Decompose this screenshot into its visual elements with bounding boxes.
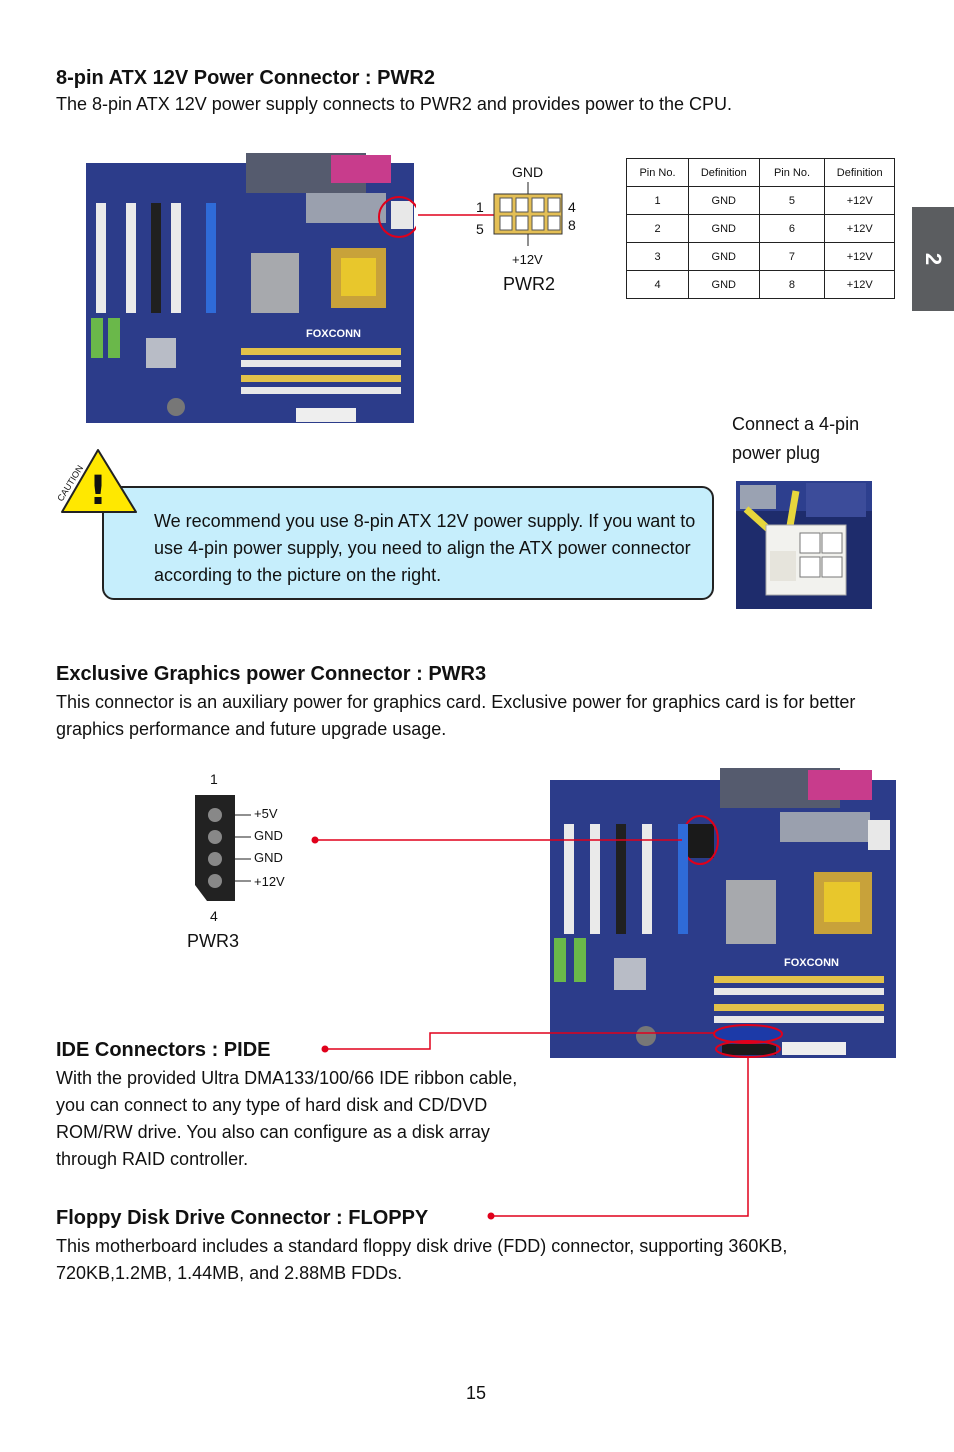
pwr3-description: This connector is an auxiliary power for… <box>56 692 856 739</box>
table-header: Definition <box>824 158 895 187</box>
pwr2-pin-table: Pin No. Definition Pin No. Definition 1 … <box>625 158 895 299</box>
pwr2-12v-label: +12V <box>512 252 543 267</box>
caution-warning-icon: ! CAUTION <box>56 449 137 514</box>
board-brand-label: FOXCONN <box>306 328 361 340</box>
pwr2-pin-5: 5 <box>476 221 484 237</box>
pwr2-pin-8: 8 <box>568 217 576 233</box>
page-number: 15 <box>466 1383 487 1403</box>
plug-caption: Connect a 4-pin power plug <box>732 414 860 463</box>
pwr2-pin-4: 4 <box>568 199 576 215</box>
four-pin-plug-photo <box>736 481 872 609</box>
caution-box <box>102 486 714 600</box>
pwr3-pin-1: 1 <box>210 771 218 787</box>
pwr3-pin-4: 4 <box>210 908 218 924</box>
chapter-tab: 2 <box>912 207 954 311</box>
pwr3-connector-diagram <box>195 795 251 901</box>
table-cell: +12V <box>824 242 895 271</box>
floppy-heading: Floppy Disk Drive Connector : FLOPPY <box>56 1207 429 1229</box>
table-cell: GND <box>688 270 760 299</box>
pwr2-diagram-name: PWR2 <box>503 274 556 294</box>
pwr2-description: The 8-pin ATX 12V power supply connects … <box>56 94 733 114</box>
table-cell: GND <box>688 242 760 271</box>
pwr3-heading: Exclusive Graphics power Connector : PWR… <box>56 663 487 685</box>
pide-heading: IDE Connectors : PIDE <box>56 1039 271 1061</box>
table-row: 3 GND 7 +12V <box>625 242 895 271</box>
table-cell: 4 <box>625 270 690 299</box>
table-cell: 5 <box>758 186 826 215</box>
pwr2-connector-diagram <box>493 182 563 246</box>
table-cell: 2 <box>625 214 690 243</box>
caution-text: We recommend you use 8-pin ATX 12V power… <box>154 511 696 585</box>
pwr3-pin-label: +12V <box>254 874 285 889</box>
pide-description: With the provided Ultra DMA133/100/66 ID… <box>56 1068 518 1169</box>
pwr3-diagram-name: PWR3 <box>187 931 240 951</box>
caution-exclamation: ! <box>89 468 107 514</box>
floppy-description: This motherboard includes a standard flo… <box>56 1236 788 1283</box>
table-cell: 8 <box>758 270 826 299</box>
pwr3-pin-label: +5V <box>254 806 278 821</box>
pwr2-heading: 8-pin ATX 12V Power Connector : PWR2 <box>56 67 435 89</box>
pwr3-pin-label: GND <box>254 850 283 865</box>
table-cell: +12V <box>824 186 895 215</box>
table-cell: 6 <box>758 214 826 243</box>
table-cell: 1 <box>625 186 690 215</box>
table-row: 4 GND 8 +12V <box>625 270 895 299</box>
pwr2-pin-1: 1 <box>476 199 484 215</box>
pwr2-pointer-line <box>418 214 496 216</box>
motherboard-photo-pwr2: FOXCONN <box>86 153 416 423</box>
table-cell: 7 <box>758 242 826 271</box>
pwr3-pin-label: GND <box>254 828 283 843</box>
table-cell: GND <box>688 186 760 215</box>
table-cell: +12V <box>824 270 895 299</box>
board-brand-label: FOXCONN <box>784 957 839 969</box>
table-row: 1 GND 5 +12V <box>625 186 895 215</box>
pwr2-gnd-label: GND <box>512 164 544 180</box>
motherboard-photo-connectors: FOXCONN <box>550 768 896 1058</box>
